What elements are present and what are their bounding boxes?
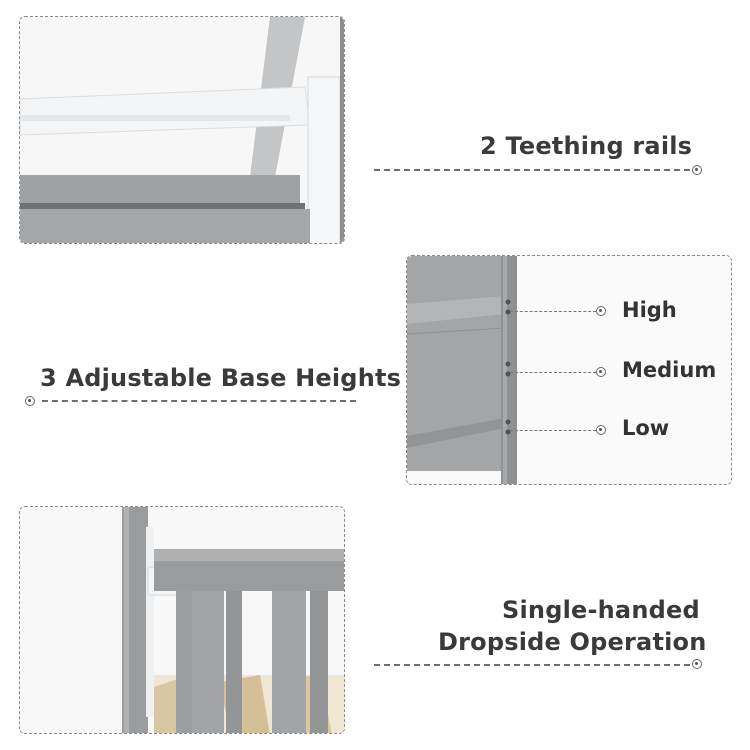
high-marker [596,306,606,316]
height-label-low: Low [622,416,670,440]
adjustable-heights-leader-line [42,400,356,402]
adjustable-heights-caption: 3 Adjustable Base Heights [40,364,402,392]
dropside-caption-line2: Dropside Operation [438,628,707,656]
medium-leader-line [510,372,596,373]
dropside-marker [692,659,702,669]
high-leader-line [510,311,596,312]
medium-marker [596,367,606,377]
adjustable-heights-marker [25,396,35,406]
dropside-photo [19,506,345,734]
dropside-illustration [20,507,344,733]
teething-rails-leader-line [374,169,690,171]
teething-rails-caption: 2 Teething rails [480,132,693,160]
height-label-medium: Medium [622,358,717,382]
base-heights-illustration [407,256,731,484]
dropside-caption-line1: Single-handed [502,596,700,624]
base-heights-photo [406,255,732,485]
teething-rails-marker [692,165,702,175]
teething-rail-photo [19,16,345,244]
low-marker [596,425,606,435]
low-leader-line [510,430,596,431]
height-label-high: High [622,298,677,322]
dropside-leader-line [374,664,690,666]
teething-rail-illustration [20,17,344,243]
